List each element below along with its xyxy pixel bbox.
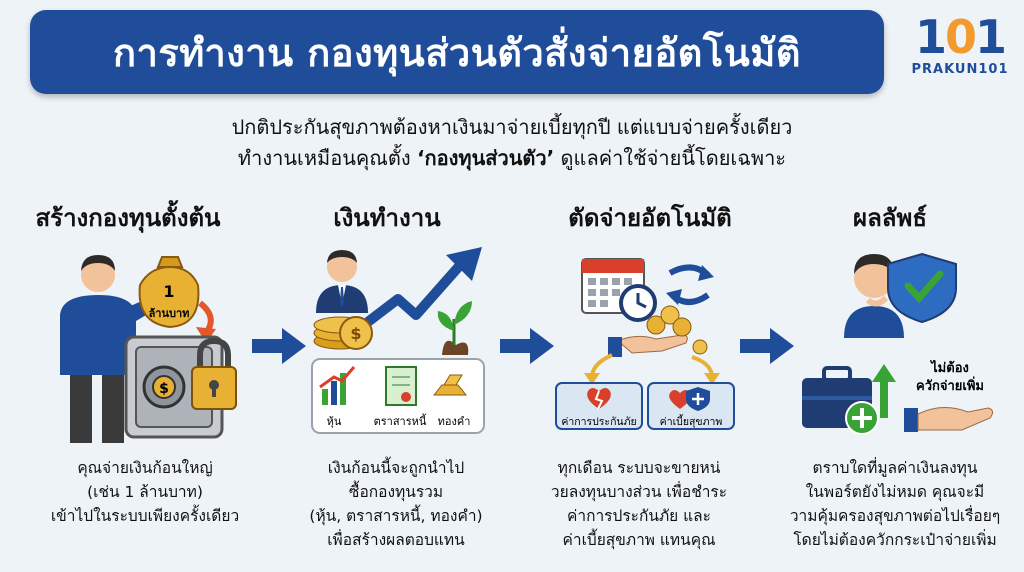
svg-text:$: $	[350, 324, 361, 343]
step-2-caption: เงินก้อนนี้จะถูกนำไปซื้อกองทุนรวม(หุ้น, …	[309, 459, 483, 549]
svg-text:$: $	[159, 381, 169, 397]
bond-certificate-icon	[385, 366, 417, 406]
step-3-title: ตัดจ่ายอัตโนมัติ	[568, 204, 732, 232]
intro-text: ปกติประกันสุขภาพต้องหาเงินมาจ่ายเบี้ยทุก…	[150, 112, 874, 174]
page-title: การทำงาน กองทุนส่วนตัวสั่งจ่ายอัตโนมัติ	[113, 30, 801, 75]
refresh-icon	[666, 264, 714, 305]
heart-icon	[669, 390, 691, 409]
relaxed-person-icon	[844, 254, 904, 338]
padlock-icon	[191, 337, 237, 410]
step-4-caption: ตราบใดที่มูลค่าเงินลงทุนในพอร์ตยังไม่หมด…	[789, 459, 1001, 549]
flow-arrow-2-icon	[500, 328, 554, 364]
no-extra-pay-badge-line2: ควักจ่ายเพิ่ม	[916, 376, 984, 394]
flow-arrow-3-icon	[740, 328, 794, 364]
step-1-illustration: 1 ล้านบาท $	[60, 255, 237, 443]
asset-label-gold: ทองคำ	[438, 415, 471, 428]
logo-mark: 101	[914, 10, 1007, 64]
clock-icon	[619, 284, 657, 322]
coins-icon: $	[313, 316, 373, 350]
asset-label-stock: หุ้น	[327, 415, 342, 428]
trend-arrow-icon	[352, 259, 466, 335]
gold-bars-icon	[432, 374, 468, 396]
brand-logo: 101 PRAKUN101	[910, 12, 1010, 86]
step-4-illustration: ไม่ต้อง ควักจ่ายเพิ่ม	[802, 252, 994, 435]
intro-line-2: ทำงานเหมือนคุณตั้ง ‘กองทุนส่วนตัว’ ดูแลค…	[237, 146, 787, 170]
open-hand-icon	[904, 407, 994, 432]
logo-name: PRAKUN101	[911, 62, 1009, 77]
intro-line-1: ปกติประกันสุขภาพต้องหาเงินมาจ่ายเบี้ยทุก…	[231, 115, 793, 139]
flow-arrow-1-icon	[252, 328, 306, 364]
plant-icon	[437, 301, 472, 355]
hand-coins-icon	[608, 305, 708, 357]
asset-label-bond: ตราสารหนี้	[374, 413, 427, 428]
broken-heart-icon	[587, 388, 611, 409]
no-extra-pay-badge-line1: ไม่ต้อง	[929, 359, 969, 376]
stock-chart-icon	[319, 366, 356, 405]
split-arrow-left-icon	[590, 353, 613, 376]
briefcase-plus-icon	[802, 366, 879, 435]
split-arrow-right-icon	[691, 355, 714, 376]
svg-text:1: 1	[163, 282, 174, 301]
money-bag-icon: 1 ล้านบาท	[138, 256, 200, 329]
step-1-title: สร้างกองทุนตั้งต้น	[35, 204, 221, 232]
svg-text:ล้านบาท: ล้านบาท	[149, 307, 190, 320]
title-banner: การทำงาน กองทุนส่วนตัวสั่งจ่ายอัตโนมัติ	[30, 10, 884, 94]
shield-check-icon	[887, 252, 957, 324]
step-1-caption: คุณจ่ายเงินก้อนใหญ่(เช่น 1 ล้านบาท)เข้าไ…	[50, 459, 240, 525]
insurance-fee-label: ค่าการประกันภัย	[561, 416, 636, 428]
businessman-icon	[316, 250, 368, 313]
health-premium-label: ค่าเบี้ยสุขภาพ	[660, 414, 723, 428]
step-4-title: ผลลัพธ์	[853, 204, 927, 232]
step-2-title: เงินทำงาน	[333, 204, 441, 232]
step-3-illustration: ค่าการประกันภัย ค่าเบี้ยสุขภาพ	[555, 258, 735, 430]
step-3-caption: ทุกเดือน ระบบจะขายหน่วยลงทุนบางส่วน เพื่…	[550, 459, 728, 549]
safe-icon: $	[124, 335, 224, 439]
step-2-illustration: $ หุ้น ตราสารหนี้ ทองคำ	[311, 247, 485, 434]
